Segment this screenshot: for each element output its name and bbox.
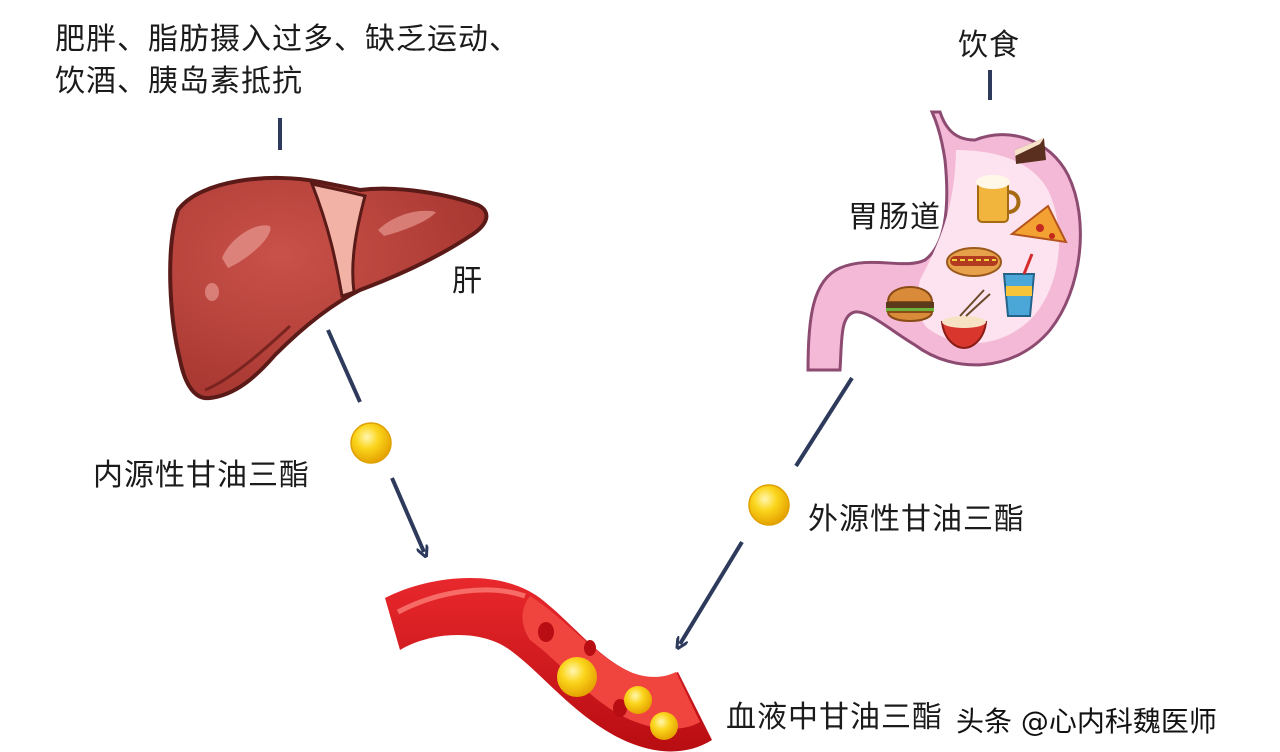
liver-to-droplet-line xyxy=(326,329,362,403)
blood-label: 血液中甘油三酯 xyxy=(726,700,943,735)
exogenous-label: 外源性甘油三酯 xyxy=(808,502,1025,537)
watermark: 头条 @心内科魏医师 xyxy=(956,705,1217,738)
risk-factors-line1: 肥胖、脂肪摄入过多、缺乏运动、 xyxy=(55,22,520,57)
stomach-illustration xyxy=(806,110,1082,372)
endogenous-droplet xyxy=(350,422,392,464)
pizza-icon xyxy=(1009,204,1068,244)
hotdog-icon xyxy=(946,247,1002,277)
blood-vessel-illustration xyxy=(385,578,712,752)
beer-icon xyxy=(976,175,1021,223)
liver-label: 肝 xyxy=(452,264,483,299)
exogenous-arrow xyxy=(680,540,744,644)
exogenous-droplet xyxy=(748,484,790,526)
risk-factors-line2: 饮酒、胰岛素抵抗 xyxy=(55,64,303,99)
gut-label: 胃肠道 xyxy=(848,200,941,235)
noodle-bowl-icon xyxy=(940,289,991,350)
soda-cup-icon xyxy=(1002,253,1036,317)
endogenous-label: 内源性甘油三酯 xyxy=(93,458,310,493)
endogenous-arrow xyxy=(390,477,424,552)
burger-icon xyxy=(886,286,934,322)
cake-icon xyxy=(1015,138,1046,164)
stomach-to-droplet-line xyxy=(794,376,854,468)
diet-label: 饮食 xyxy=(958,28,1020,63)
liver-illustration xyxy=(168,175,489,401)
